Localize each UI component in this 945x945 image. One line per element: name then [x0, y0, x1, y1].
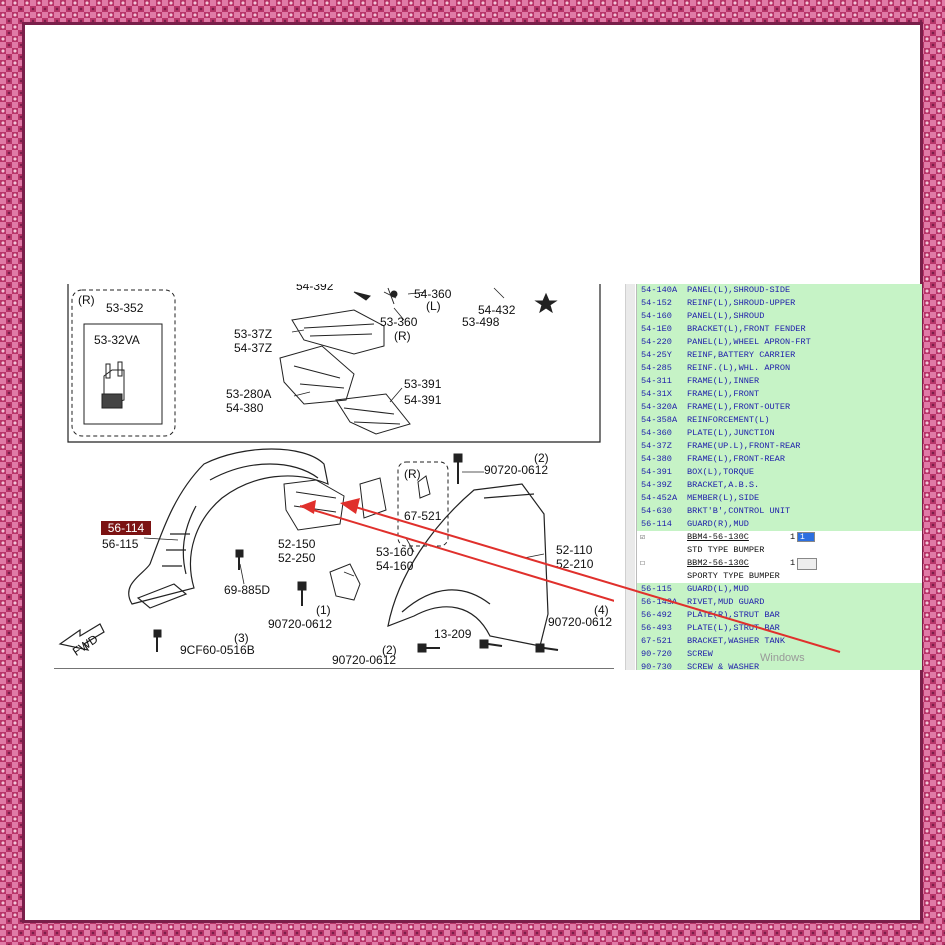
mud-guard — [128, 448, 329, 609]
label-52-250: 52-250 — [278, 551, 316, 565]
label-69-885d: 69-885D — [224, 583, 270, 597]
list-scrollbar[interactable] — [625, 284, 635, 670]
label-53-160: 53-160 — [376, 545, 414, 559]
top-panel-border — [67, 284, 601, 443]
parts-diagram: (R) 53-352 53-32VA 54-392 54-360 (L) 54-… — [54, 284, 614, 669]
checkbox-icon[interactable]: ☐ — [640, 559, 645, 568]
label-52-110: 52-110 — [556, 543, 593, 557]
sub-option-row[interactable]: ☐ BBM2-56-130C 1 — [637, 557, 922, 570]
label-fwd: FWD — [70, 632, 101, 659]
sub-desc-row: STD TYPE BUMPER — [637, 544, 922, 557]
sub-description: STD TYPE BUMPER — [687, 545, 765, 555]
label-53-37z: 53-37Z — [234, 327, 272, 341]
sub-desc-row: SPORTY TYPE BUMPER — [637, 570, 922, 583]
label-r3: (R) — [404, 467, 421, 481]
sub-option-row[interactable]: ☑ BBM4-56-130C 1 1 — [637, 531, 922, 544]
label-n2a: (2) — [534, 451, 549, 465]
inset-dashed-box — [71, 289, 176, 437]
label-90720-0612-c: 90720-0612 — [548, 615, 612, 629]
star-icon — [534, 292, 558, 314]
label-54-380: 54-380 — [226, 401, 264, 415]
label-13-209: 13-209 — [434, 627, 472, 641]
label-56-115: 56-115 — [102, 537, 139, 551]
qty-input[interactable]: 1 — [797, 532, 815, 542]
label-r1: (R) — [78, 293, 95, 307]
label-90720-0612-d: 90720-0612 — [332, 653, 396, 667]
qty-input[interactable] — [797, 558, 817, 570]
label-53-352: 53-352 — [106, 301, 144, 315]
fwd-arrow-icon — [58, 623, 105, 651]
label-53-498: 53-498 — [462, 315, 500, 329]
bracket-sketch — [101, 361, 125, 409]
sub-part-number[interactable]: BBM4-56-130C — [687, 532, 749, 542]
top-leader-lines — [291, 287, 505, 403]
label-54-391: 54-391 — [404, 393, 442, 407]
sub-qty: 1 — [790, 558, 796, 568]
sub-options-panel: ☑ BBM4-56-130C 1 1 STD TYPE BUMPER ☐ BBM… — [637, 531, 922, 583]
label-53-391: 53-391 — [404, 377, 442, 391]
sub-part-number[interactable]: BBM2-56-130C — [687, 558, 749, 568]
sub-qty: 1 — [790, 532, 796, 542]
label-9cf60-0516b: 9CF60-0516B — [180, 643, 255, 657]
label-54-160: 54-160 — [376, 559, 414, 573]
fender-bracket — [329, 563, 361, 601]
inset-solid-box — [83, 323, 163, 425]
label-54-360: 54-360 — [414, 287, 452, 301]
label-52-150: 52-150 — [278, 537, 316, 551]
label-n3: (3) — [234, 631, 249, 645]
highlighted-part-56-114[interactable]: 56-114 — [101, 521, 151, 535]
label-90720-0612-a: 90720-0612 — [484, 463, 548, 477]
watermark-text: Windows — [760, 652, 805, 664]
checkbox-icon[interactable]: ☑ — [640, 533, 645, 542]
label-n1: (1) — [316, 603, 331, 617]
top-fasteners — [353, 287, 558, 314]
label-54-37z: 54-37Z — [234, 341, 272, 355]
bolts — [153, 453, 559, 653]
label-67-521: 67-521 — [404, 509, 442, 523]
label-90720-0612-b: 90720-0612 — [268, 617, 332, 631]
label-53-280a: 53-280A — [226, 387, 271, 401]
sub-description: SPORTY TYPE BUMPER — [687, 571, 780, 581]
label-53-32va: 53-32VA — [94, 333, 140, 347]
label-l1: (L) — [426, 299, 441, 313]
red-arrowhead — [300, 500, 316, 514]
label-54-432: 54-432 — [478, 303, 516, 317]
label-52-210: 52-210 — [556, 557, 594, 571]
label-53-360: 53-360 — [380, 315, 418, 329]
shroud-assembly — [279, 309, 411, 435]
label-r2: (R) — [394, 329, 411, 343]
label-54-392: 54-392 — [296, 284, 334, 293]
